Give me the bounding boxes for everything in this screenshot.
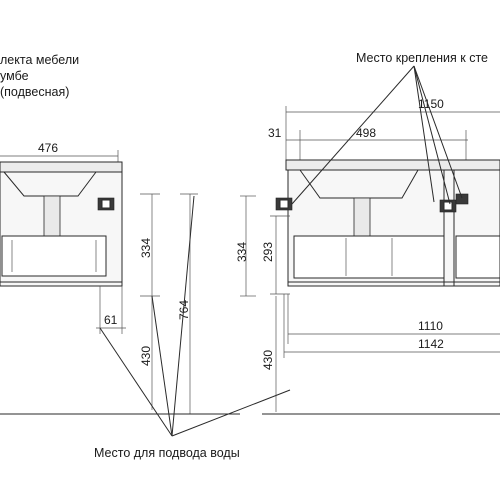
note-kit-line3: (подвесная) (0, 85, 69, 99)
right-countertop (285, 159, 500, 171)
left-drawer (1, 235, 107, 277)
mounting-leaders (291, 65, 463, 205)
left-countertop (0, 161, 123, 173)
mount-leader-4 (413, 65, 463, 199)
mount-leader-1 (291, 65, 415, 205)
dim-left-width: 476 (38, 141, 58, 155)
dim-right-outer-width: 1142 (418, 337, 444, 351)
dim-right-drawer-height: 334 (235, 242, 249, 262)
water-leader-4 (171, 389, 291, 437)
dim-right-overall-width: 1150 (418, 97, 444, 111)
left-mount-slot (101, 199, 111, 209)
right-drawer-side (455, 235, 500, 279)
right-mount-slot-b (443, 201, 453, 211)
right-mount-bracket-c (455, 193, 469, 205)
right-cabinet-view: 1150 31 498 293 (235, 97, 500, 415)
water-leader-2 (151, 295, 173, 437)
note-kit-line1: лекта мебели (0, 53, 79, 67)
mount-leader-3 (413, 65, 451, 205)
note-water: Место для подвода воды (94, 446, 240, 460)
note-mounting: Место крепления к сте (356, 51, 488, 65)
water-leader-3 (171, 195, 195, 437)
right-drawer-main (293, 235, 445, 279)
dim-right-floor-gap: 430 (261, 350, 275, 370)
dim-right-sink-width: 498 (356, 126, 376, 140)
dim-left-floor-gap: 430 (139, 346, 153, 366)
dim-right-inner-height: 293 (261, 242, 275, 262)
note-kit-line2: умбе (0, 69, 29, 83)
water-leader-1 (99, 327, 173, 437)
dim-left-offset: 61 (104, 313, 118, 327)
dim-right-inner-width: 1110 (418, 319, 443, 333)
dim-right-offset: 31 (268, 126, 282, 140)
water-leaders (99, 195, 291, 437)
mount-leader-2 (413, 65, 435, 203)
dim-left-drawer-height: 334 (139, 238, 153, 258)
right-mount-slot-a (279, 199, 289, 209)
left-cabinet-view: 476 61 334 430 764 (0, 141, 240, 415)
